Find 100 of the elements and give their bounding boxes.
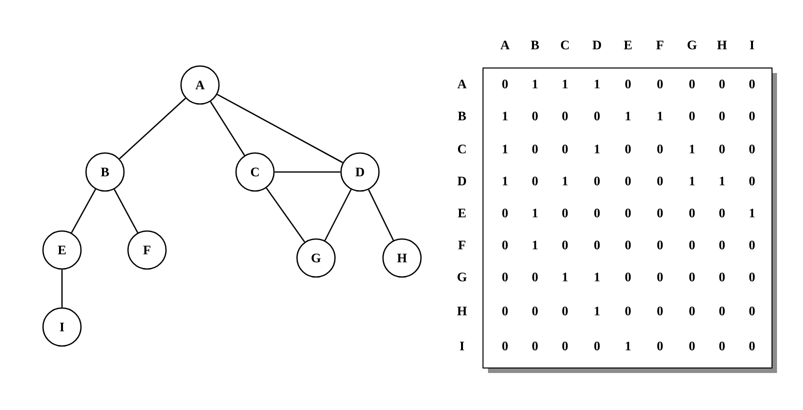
matrix-entry: 0 <box>749 112 755 120</box>
row-header: G <box>458 272 467 282</box>
graph-vertex: C <box>235 152 275 192</box>
matrix-entry: 1 <box>502 112 508 120</box>
row-header: H <box>457 306 467 316</box>
graph-vertex: E <box>42 230 82 270</box>
matrix-entry: 1 <box>626 112 631 120</box>
graph-vertex: B <box>85 152 125 192</box>
matrix-entry: 1 <box>750 208 755 218</box>
matrix-entry: 0 <box>594 342 600 350</box>
row-header: A <box>457 80 467 88</box>
matrix-entry: 0 <box>562 342 568 350</box>
column-header: B <box>530 40 539 50</box>
matrix-entry: 0 <box>532 112 538 120</box>
matrix-entry: 0 <box>502 80 508 88</box>
matrix-entry: 0 <box>625 80 631 88</box>
matrix-entry: 0 <box>657 144 663 154</box>
matrix-entry: 1 <box>594 306 600 316</box>
matrix-entry: 0 <box>502 306 508 316</box>
matrix-entry: 0 <box>502 208 508 218</box>
matrix-entry: 0 <box>594 112 600 120</box>
matrix-entry: 0 <box>689 342 695 350</box>
matrix-entry: 0 <box>625 306 631 316</box>
matrix-entry: 0 <box>657 208 663 218</box>
column-header: F <box>656 40 664 50</box>
edge-line <box>216 94 344 164</box>
matrix-entry: 1 <box>532 208 538 218</box>
row-header: F <box>458 240 466 250</box>
matrix-entry: 0 <box>689 240 695 250</box>
matrix-entry: 0 <box>689 208 695 218</box>
matrix-entry: 0 <box>594 240 600 250</box>
matrix-entry: 0 <box>749 240 755 250</box>
edge-line <box>70 188 96 234</box>
matrix-entry: 0 <box>689 306 695 316</box>
column-header: C <box>560 40 569 50</box>
column-header: E <box>624 40 632 50</box>
matrix-entry: 0 <box>719 306 725 316</box>
edge-line <box>61 270 63 308</box>
matrix-entry: 0 <box>719 80 725 88</box>
matrix-entry: 0 <box>625 176 631 186</box>
column-header: G <box>688 40 697 50</box>
matrix-entry: 1 <box>690 176 695 186</box>
matrix-entry: 0 <box>502 240 508 250</box>
matrix-entry: 0 <box>689 112 695 120</box>
edge-line <box>274 171 340 173</box>
matrix-entry: 1 <box>720 176 725 186</box>
matrix-entry: 0 <box>625 144 631 154</box>
matrix-entry: 0 <box>657 176 663 186</box>
matrix-entry: 0 <box>749 342 755 350</box>
row-header: C <box>458 144 466 154</box>
matrix-entry: 1 <box>502 176 508 186</box>
matrix-entry: 0 <box>625 208 631 218</box>
matrix-entry: 0 <box>562 144 568 154</box>
column-header: H <box>717 40 727 50</box>
matrix-entry: 0 <box>562 208 568 218</box>
matrix-entry: 0 <box>657 240 663 250</box>
row-header: B <box>458 112 466 120</box>
edge-line <box>324 189 352 241</box>
column-header: A <box>500 40 510 50</box>
matrix-entry: 0 <box>562 240 568 250</box>
matrix-entry: 0 <box>719 144 725 154</box>
row-header: I <box>460 342 464 350</box>
edge-line <box>210 101 246 156</box>
matrix-entry: 0 <box>625 272 631 282</box>
matrix-entry: 1 <box>532 80 538 88</box>
matrix-entry: 0 <box>532 176 538 186</box>
matrix-entry: 0 <box>657 272 663 282</box>
matrix-entry: 0 <box>689 272 695 282</box>
row-header: D <box>458 176 466 186</box>
matrix-entry: 1 <box>562 176 568 186</box>
matrix-entry: 0 <box>562 306 568 316</box>
matrix-entry: 0 <box>719 112 725 120</box>
matrix-entry: 1 <box>562 80 568 88</box>
matrix-entry: 0 <box>689 80 695 88</box>
matrix-entry: 0 <box>657 342 663 350</box>
matrix-entry: 0 <box>532 306 538 316</box>
matrix-entry: 0 <box>749 80 755 88</box>
matrix-entry: 0 <box>749 272 755 282</box>
matrix-entry: 0 <box>657 80 663 88</box>
matrix-entry: 0 <box>749 176 755 186</box>
edge-line <box>114 189 138 234</box>
row-header: E <box>458 208 466 218</box>
graph-vertex: H <box>382 238 422 278</box>
matrix-entry: 0 <box>502 272 508 282</box>
column-header: I <box>750 40 754 50</box>
matrix-entry: 0 <box>719 240 725 250</box>
matrix-entry: 0 <box>749 144 755 154</box>
matrix-entry: 0 <box>532 342 538 350</box>
matrix-entry: 1 <box>594 144 600 154</box>
matrix-entry: 1 <box>502 144 508 154</box>
matrix-entry: 1 <box>594 80 600 88</box>
edge-line <box>266 188 306 242</box>
matrix-entry: 1 <box>658 112 663 120</box>
matrix-entry: 0 <box>532 272 538 282</box>
matrix-entry: 0 <box>719 208 725 218</box>
graph-vertex: A <box>180 65 220 105</box>
matrix-entry: 0 <box>719 272 725 282</box>
matrix-entry: 1 <box>532 240 538 250</box>
graph-vertex: I <box>42 307 82 347</box>
edge-line <box>368 189 394 241</box>
